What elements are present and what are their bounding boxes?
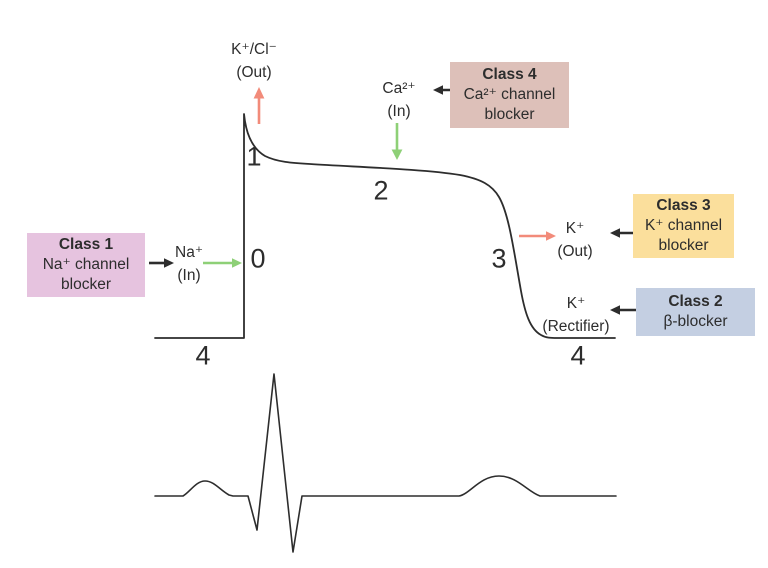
class-1-description-2: blocker — [61, 276, 111, 293]
class-4-description: Ca²⁺ channel — [463, 86, 556, 103]
phase-0-label: 0 — [250, 243, 266, 274]
class-3-description: K⁺ channel — [644, 217, 723, 234]
na-in-arrow — [203, 258, 242, 268]
phase-1-label: 1 — [246, 141, 262, 172]
ion-direction: (Out) — [236, 64, 272, 81]
class-3-description-2: blocker — [658, 237, 709, 254]
phase-2-label: 2 — [373, 175, 389, 206]
ion-name: K⁺/Cl⁻ — [231, 41, 277, 58]
class-1-description: Na⁺ channel — [42, 256, 130, 273]
class2-block-arrow — [610, 305, 638, 315]
class-3-box: Class 3 K⁺ channel blocker — [633, 194, 734, 258]
class-2-description: β-blocker — [663, 313, 728, 330]
ion-direction: (In) — [177, 267, 201, 284]
ion-name: K⁺ — [565, 220, 585, 237]
na-in-label: Na⁺ (In) — [175, 241, 203, 287]
ion-name: Ca²⁺ — [382, 80, 416, 97]
action-potential-curve — [154, 113, 616, 339]
ca-in-arrow — [391, 123, 403, 160]
kcl-out-label: K⁺/Cl⁻ (Out) — [231, 38, 277, 84]
k-rectifier-label: K⁺ (Rectifier) — [542, 292, 609, 338]
kcl-out-arrow — [253, 87, 265, 124]
k-out-label: K⁺ (Out) — [557, 217, 592, 263]
ecg-trace — [154, 373, 617, 553]
phase-4-left-label: 4 — [195, 340, 211, 371]
class1-block-arrow — [149, 258, 174, 268]
ion-name: K⁺ — [566, 295, 586, 312]
class-3-title: Class 3 — [656, 197, 711, 214]
ion-name: Na⁺ — [175, 244, 203, 261]
ion-direction: (Rectifier) — [542, 318, 610, 335]
ion-direction: (Out) — [557, 243, 593, 260]
class-4-description-2: blocker — [484, 106, 535, 123]
class-4-title: Class 4 — [482, 66, 537, 83]
phase-3-label: 3 — [491, 243, 507, 274]
phase-4-right-label: 4 — [570, 340, 586, 371]
class-2-title: Class 2 — [668, 293, 723, 310]
class-1-title: Class 1 — [58, 236, 114, 253]
k-out-arrow — [519, 231, 556, 241]
ion-direction: (In) — [387, 103, 411, 120]
class-1-box: Class 1 Na⁺ channel blocker — [27, 233, 145, 297]
class-4-box: Class 4 Ca²⁺ channel blocker — [450, 62, 569, 128]
ca-in-label: Ca²⁺ (In) — [382, 77, 415, 123]
class-2-box: Class 2 β-blocker — [636, 288, 755, 336]
